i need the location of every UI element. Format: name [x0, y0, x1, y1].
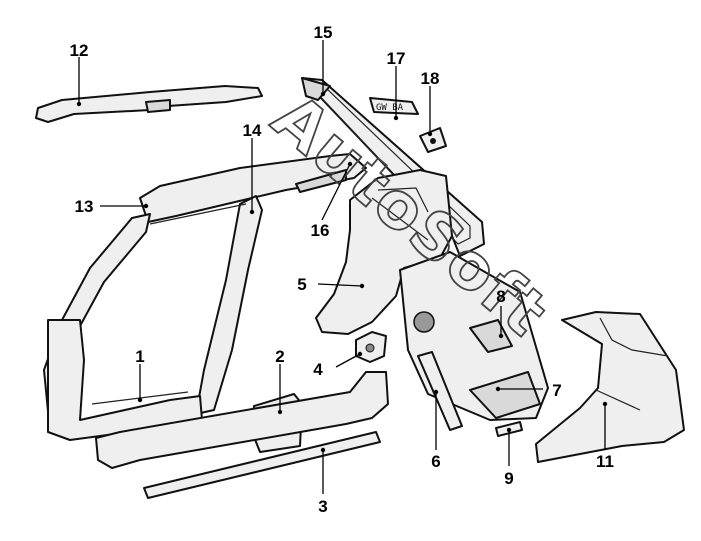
callout-7: 7	[552, 381, 561, 400]
part-small-cap	[419, 127, 447, 153]
callout-18: 18	[421, 69, 440, 88]
emblem-text: GW BA	[376, 103, 404, 113]
callout-14: 14	[243, 121, 262, 140]
part-side-frame	[43, 153, 367, 441]
callout-9: 9	[504, 469, 513, 488]
callout-12: 12	[70, 41, 89, 60]
callout-6: 6	[431, 452, 440, 471]
part-wheel-arch-patch	[355, 331, 387, 363]
part-emblem-plate: GW BA	[369, 97, 419, 115]
callout-13: 13	[75, 197, 94, 216]
part-lower-sill	[95, 371, 389, 469]
callout-1: 1	[135, 347, 144, 366]
part-roof-rail-cover	[35, 85, 263, 123]
callout-5: 5	[297, 275, 306, 294]
leader-lines	[76, 40, 608, 494]
callout-3: 3	[318, 497, 327, 516]
callout-4: 4	[313, 360, 323, 379]
part-outer-rear-quarter	[535, 311, 685, 463]
callout-2: 2	[275, 347, 284, 366]
callout-15: 15	[314, 23, 333, 42]
callout-11: 11	[596, 452, 614, 471]
part-rear-lower-pillar	[417, 351, 463, 431]
callout-17: 17	[387, 49, 406, 68]
part-rocker-strip	[143, 431, 381, 499]
callout-8: 8	[496, 287, 505, 306]
callout-labels: 1 2 3 4 5 6 7 8 9 11 12 13 14 15 16 17 1…	[70, 23, 614, 516]
callout-16: 16	[311, 221, 330, 240]
part-rear-floor-extension	[469, 371, 541, 419]
